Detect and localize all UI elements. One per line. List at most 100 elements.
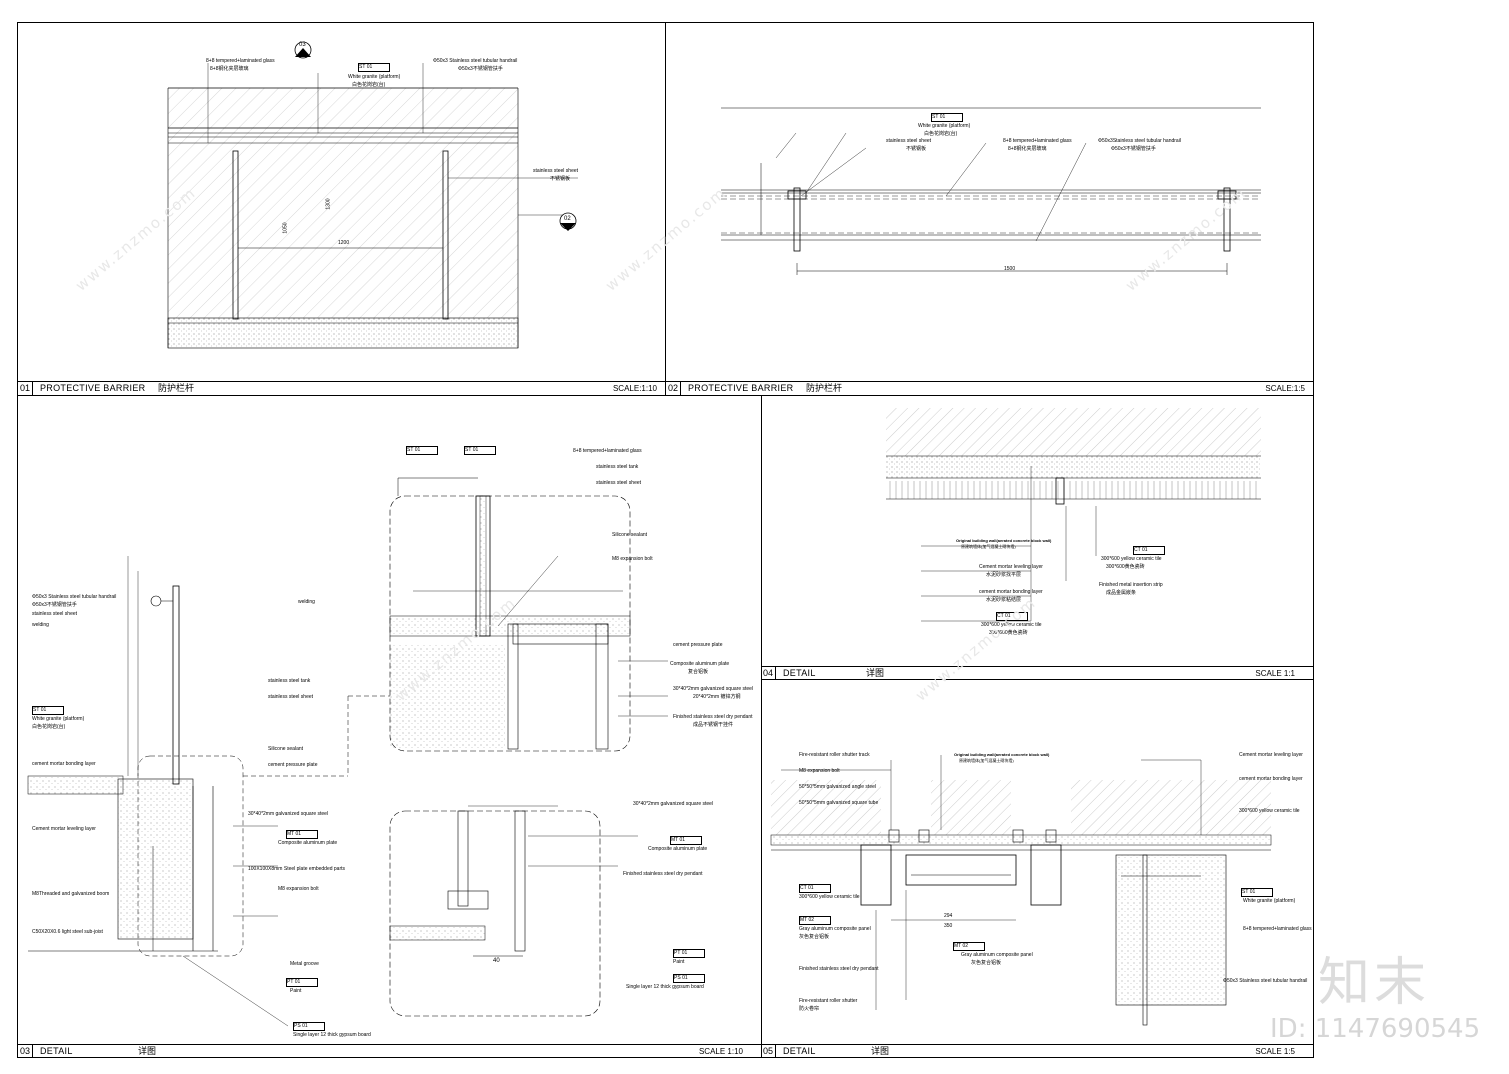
tag-05-mt: MT 02 <box>799 916 831 925</box>
label-01-sheet-en: stainless steel sheet <box>533 168 579 174</box>
tag-04-ct-b: CT 01 <box>996 612 1028 621</box>
label-05-panel-c-cn: 灰色复合铝板 <box>971 960 1002 966</box>
panel-04-title-cn: 详图 <box>866 668 885 678</box>
dim-01-1300: 1300 <box>325 198 332 210</box>
tag-03-st: ST 01 <box>32 706 64 715</box>
label-05-wall-cn: 原建筑墙体(加气混凝土砌块墙) <box>959 758 1014 763</box>
label-05-panel-cn: 灰色复合铝板 <box>799 934 830 940</box>
label-03-alum-r: Composite aluminum plate <box>670 661 730 667</box>
panel-01-number: 01 <box>18 382 33 395</box>
label-01-sheet-cn: 不锈钢板 <box>550 176 571 182</box>
panel-03-scale: SCALE 1:10 <box>698 1047 743 1056</box>
panel-05-titlebar: 05 DETAIL 详图 SCALE 1:5 <box>761 1044 1313 1058</box>
label-03-groove: Metal groove <box>290 961 319 967</box>
label-01-granite-cn: 白色花岗岩(台) <box>352 82 386 88</box>
label-04-tile-r-cn: 300*600黄色瓷砖 <box>1106 564 1145 570</box>
tag-05-st: ST 01 <box>1241 888 1273 897</box>
dim-02-1500: 1500 <box>1004 266 1016 272</box>
panel-04-scale: SCALE 1:1 <box>1255 669 1295 678</box>
label-02-sheet-en: stainless steel sheet <box>886 138 932 144</box>
label-03-pressure: cement pressure plate <box>268 762 318 768</box>
tag-03-st-a: ST 01 <box>406 446 438 455</box>
label-05-pendant: Finished stainless steel dry pendant <box>799 966 879 972</box>
label-05-angle: 50*50*5mm galvanized angle steel <box>799 784 876 790</box>
panel-02-number: 02 <box>666 382 681 395</box>
label-02-handrail-cn: Φ50x3不锈钢管扶手 <box>1111 146 1156 152</box>
label-03-sealant-top: Silicone sealant <box>612 532 648 538</box>
panel-04-title: DETAIL <box>783 668 816 678</box>
tag-05-mt-c: MT 02 <box>953 942 985 951</box>
callout-01-02: 02 <box>564 216 571 222</box>
label-03-bolt-top: M8 expansion bolt <box>612 556 653 562</box>
label-03-pendant-b: Finished stainless steel dry pendant <box>623 871 703 877</box>
panel-01-drawing <box>167 41 578 349</box>
panel-02-title-cn: 防护栏杆 <box>806 383 843 393</box>
label-03-pressure-r: cement pressure plate <box>673 642 723 648</box>
tag-03-ps: PS 01 <box>293 1022 325 1031</box>
panel-01-titlebar: 01 PROTECTIVE BARRIER 防护栏杆 SCALE:1:10 <box>18 381 665 395</box>
label-03-sealant: Silicone sealant <box>268 746 304 752</box>
dim-01-1050: 1050 <box>282 222 289 234</box>
label-03-alum: Composite aluminum plate <box>278 840 338 846</box>
label-04-strip-cn: 成品金属嵌条 <box>1106 590 1137 596</box>
label-05-track: Fire-resistant roller shutter track <box>799 752 870 758</box>
tag-05-ct: CT 01 <box>799 884 831 893</box>
label-03-welding-r: welding <box>298 599 315 605</box>
label-02-granite-cn: 白色花岗岩(台) <box>924 131 958 137</box>
tag-04-ct: CT 01 <box>1133 546 1165 555</box>
panel-02: ST 01 White granite (platform) 白色花岗岩(台) … <box>666 23 1313 395</box>
label-04-tile-en: 300*600 yellow ceramic tile <box>981 622 1042 628</box>
label-01-handrail-cn: Φ50x3不锈钢管扶手 <box>458 66 503 72</box>
label-01-handrail-en: Φ50x3 Stainless steel tubular handrail <box>433 58 518 64</box>
drawing-sheet: 8+8 tempered+laminated glass 8+8钢化夹层玻璃 S… <box>17 22 1314 1058</box>
panel-05-number: 05 <box>761 1045 776 1058</box>
label-05-shutter: Fire-resistant roller shutter <box>799 998 858 1004</box>
dim-05-294: 294 <box>944 913 953 919</box>
label-02-granite-en: White granite (platform) <box>918 123 971 129</box>
panel-05: Fire-resistant roller shutter track M8 e… <box>761 679 1313 1058</box>
tag-01-st: ST 01 <box>358 63 390 72</box>
label-03-welding: welding <box>32 622 49 628</box>
label-02-sheet-cn: 不锈钢板 <box>906 146 927 152</box>
panel-04-titlebar: 04 DETAIL 详图 SCALE 1:1 <box>761 666 1313 680</box>
panel-05-drawing <box>770 755 1272 1026</box>
panel-01-title: PROTECTIVE BARRIER <box>40 383 146 393</box>
panel-05-scale: SCALE 1:5 <box>1255 1047 1295 1056</box>
label-04-bonding-cn: 水泥砂浆粘结层 <box>986 597 1022 603</box>
label-01-granite-en: White granite (platform) <box>348 74 401 80</box>
label-04-leveling-en: Cement mortar leveling layer <box>979 564 1043 570</box>
label-02-glass-en: 8+8 tempered+laminated glass <box>1003 138 1072 144</box>
tag-03-pt-b: PT 01 <box>673 949 705 958</box>
label-05-tile: 300*600 yellow ceramic tile <box>799 894 860 900</box>
label-04-wall-en: Original building wall(aerated concrete … <box>956 538 1052 543</box>
panel-03-drawing <box>27 477 668 1027</box>
panel-03-title: DETAIL <box>40 1046 73 1056</box>
panel-02-scale: SCALE:1:5 <box>1265 384 1305 393</box>
tag-03-mt-b: MT 01 <box>670 836 702 845</box>
tag-03-pt: PT 01 <box>286 978 318 987</box>
label-05-panel-c: Gray aluminum composite panel <box>961 952 1033 958</box>
tag-02-st: ST 01 <box>931 113 963 122</box>
panel-03: Φ50x3 Stainless steel tubular handrail Φ… <box>18 395 762 1058</box>
label-03-pendant-r: Finished stainless steel dry pendant <box>673 714 753 720</box>
label-03-alum-b: Composite aluminum plate <box>648 846 708 852</box>
label-04-tile-cn: 300*600黄色瓷砖 <box>989 630 1028 636</box>
label-03-sqsteel: 30*40*2mm galvanized square steel <box>248 811 329 817</box>
label-05-tile-r: 300*600 yellow ceramic tile <box>1239 808 1300 814</box>
label-04-wall-cn: 原建筑墙体(加气混凝土砌块墙) <box>961 544 1016 549</box>
label-03-gypsum: Single layer 12 thick gypsum board <box>293 1032 371 1038</box>
label-03-sqsteel-r: 30*40*2mm galvanized square steel <box>673 686 754 692</box>
label-03-paint-b: Paint <box>673 959 685 965</box>
label-05-bonding: cement mortar bonding layer <box>1239 776 1303 782</box>
label-03-sheet-en: stainless steel sheet <box>32 611 78 617</box>
dim-03-40: 40 <box>493 958 500 964</box>
label-03-sheet-top: stainless steel sheet <box>596 480 642 486</box>
panel-01-scale: SCALE:1:10 <box>612 384 657 393</box>
label-03-paint: Paint <box>290 988 302 994</box>
label-03-sheet-r: stainless steel sheet <box>268 694 314 700</box>
label-01-glass-cn: 8+8钢化夹层玻璃 <box>210 66 249 72</box>
label-03-handrail-en: Φ50x3 Stainless steel tubular handrail <box>32 594 117 600</box>
label-03-glass-top: 8+8 tempered+laminated glass <box>573 448 642 454</box>
tag-03-st-b: ST 01 <box>464 446 496 455</box>
panel-03-number: 03 <box>18 1045 33 1058</box>
